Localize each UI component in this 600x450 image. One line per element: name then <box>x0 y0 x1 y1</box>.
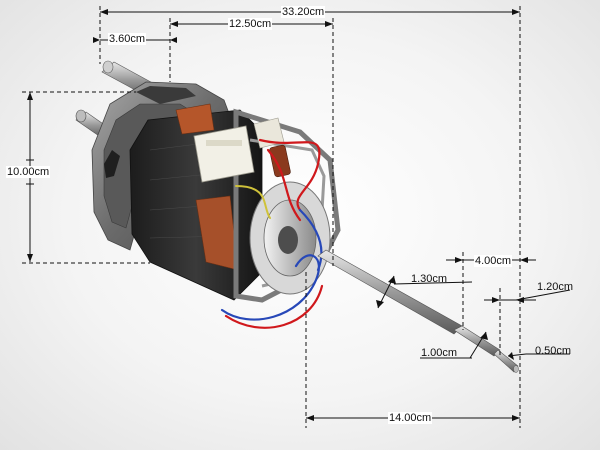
front-shaft <box>317 249 519 373</box>
tip-length-label: 1.20cm <box>537 281 574 293</box>
step-diameter-label: 1.00cm <box>421 347 458 359</box>
dimension-arrows <box>27 9 528 421</box>
overall-length-label: 33.20cm <box>281 6 326 18</box>
body-height-label: 10.00cm <box>6 166 51 178</box>
front-segment-length-label: 4.00cm <box>474 255 513 267</box>
rear-shaft-length-label: 3.60cm <box>108 33 147 45</box>
dimension-lines <box>22 6 571 428</box>
tip-diameter-label: 0.50cm <box>535 345 572 357</box>
body-length-label: 12.50cm <box>228 18 273 30</box>
terminal-block <box>193 117 285 183</box>
front-shaft-length-label: 14.00cm <box>388 412 433 424</box>
shaft-diameter-label: 1.30cm <box>411 273 448 285</box>
wires <box>220 138 324 329</box>
resistor <box>269 144 291 178</box>
copper-winding <box>175 103 239 271</box>
front-bracket <box>233 108 341 303</box>
